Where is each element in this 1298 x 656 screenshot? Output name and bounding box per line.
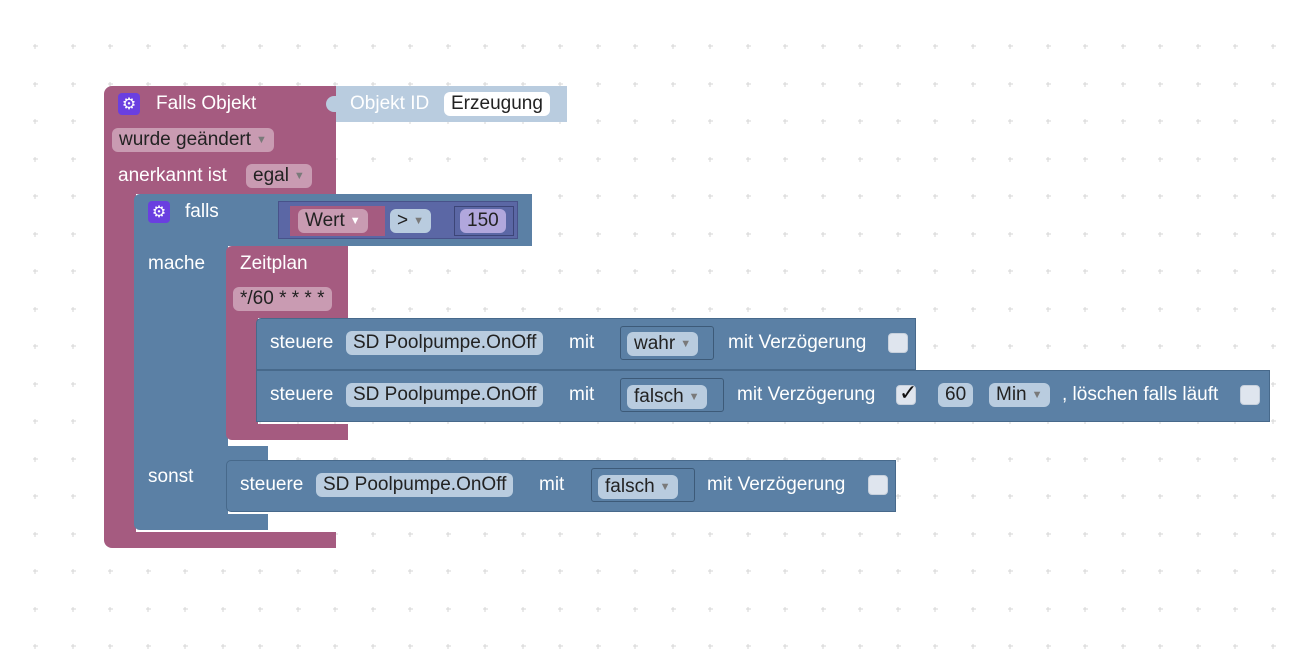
if-block-else-row — [134, 446, 268, 462]
delay-amount-value: 60 — [945, 384, 967, 405]
clear-label: , löschen falls läuft — [1062, 384, 1219, 405]
delay-amount-field[interactable]: 60 — [938, 383, 974, 407]
chevron-down-icon: ▼ — [688, 391, 700, 403]
control-with-label: mit — [569, 332, 595, 353]
event-mode-value: wurde geändert — [119, 129, 252, 150]
operator-dropdown[interactable]: >▼ — [390, 209, 431, 233]
delay-label: mit Verzögerung — [707, 474, 846, 495]
logic-value: wahr — [634, 333, 676, 354]
value-dropdown[interactable]: Wert ▼ — [298, 209, 368, 233]
cron-value: */60 * * * * — [240, 288, 325, 309]
logic-value-dropdown[interactable]: falsch ▼ — [598, 475, 678, 499]
ack-dropdown[interactable]: egal ▼ — [246, 164, 312, 188]
chevron-down-icon: ▼ — [256, 134, 267, 146]
control-with-label: mit — [569, 384, 595, 405]
delay-label: mit Verzögerung — [728, 332, 867, 353]
event-mode-dropdown[interactable]: wurde geändert ▼ — [112, 128, 274, 152]
object-id-label: Objekt ID — [350, 93, 430, 114]
control-object-field[interactable]: SD Poolpumpe.OnOff — [346, 331, 544, 355]
event-title: Falls Objekt — [156, 93, 257, 114]
chevron-down-icon: ▼ — [413, 215, 424, 227]
schedule-block-bottom — [226, 424, 348, 440]
delay-checkbox[interactable] — [888, 333, 908, 353]
mache-label: mache — [148, 253, 206, 274]
if-block-else-spine — [134, 460, 228, 518]
control-object-value: SD Poolpumpe.OnOff — [353, 332, 537, 353]
sonst-label: sonst — [148, 466, 194, 487]
object-id-field[interactable]: Erzeugung — [444, 92, 550, 116]
delay-label: mit Verzögerung — [737, 384, 876, 405]
chevron-down-icon: ▼ — [1031, 389, 1043, 401]
logic-value-dropdown[interactable]: falsch ▼ — [627, 385, 707, 409]
number-field[interactable]: 150 — [460, 209, 506, 233]
control-object-value: SD Poolpumpe.OnOff — [323, 474, 507, 495]
delay-checkbox[interactable] — [896, 385, 916, 405]
number-value: 150 — [467, 210, 499, 231]
ack-value: egal — [253, 165, 289, 186]
control-object-field[interactable]: SD Poolpumpe.OnOff — [346, 383, 544, 407]
chevron-down-icon: ▼ — [659, 481, 671, 493]
delay-unit-value: Min — [996, 384, 1027, 405]
object-id-connector — [326, 96, 338, 112]
if-block-bottom — [134, 514, 268, 530]
gear-icon[interactable]: ⚙ — [118, 93, 140, 115]
control-label: steuere — [270, 384, 334, 405]
schedule-label: Zeitplan — [240, 253, 308, 274]
operator-value: > — [397, 210, 409, 231]
chevron-down-icon: ▼ — [680, 338, 692, 350]
value-dropdown-label: Wert — [305, 210, 345, 231]
control-label: steuere — [240, 474, 304, 495]
control-with-label: mit — [539, 474, 565, 495]
delay-unit-dropdown[interactable]: Min ▼ — [989, 383, 1050, 407]
delay-checkbox[interactable] — [868, 475, 888, 495]
chevron-down-icon: ▼ — [293, 170, 305, 182]
logic-value: falsch — [634, 386, 684, 407]
schedule-block-spine — [226, 316, 258, 426]
logic-value-dropdown[interactable]: wahr ▼ — [627, 332, 699, 356]
cron-field[interactable]: */60 * * * * — [233, 287, 332, 311]
falls-label: falls — [185, 201, 219, 222]
chevron-down-icon: ▼ — [349, 215, 361, 227]
ack-label: anerkannt ist — [118, 165, 227, 186]
clear-checkbox[interactable] — [1240, 385, 1260, 405]
control-object-value: SD Poolpumpe.OnOff — [353, 384, 537, 405]
gear-icon[interactable]: ⚙ — [148, 201, 170, 223]
logic-value: falsch — [605, 476, 655, 497]
object-id-value: Erzeugung — [451, 93, 543, 114]
control-label: steuere — [270, 332, 334, 353]
control-object-field[interactable]: SD Poolpumpe.OnOff — [316, 473, 514, 497]
event-block-bottom — [104, 532, 336, 548]
checkmark-icon: ✓ — [899, 381, 918, 406]
event-block-spine — [104, 190, 136, 534]
if-block-spine — [134, 246, 228, 462]
